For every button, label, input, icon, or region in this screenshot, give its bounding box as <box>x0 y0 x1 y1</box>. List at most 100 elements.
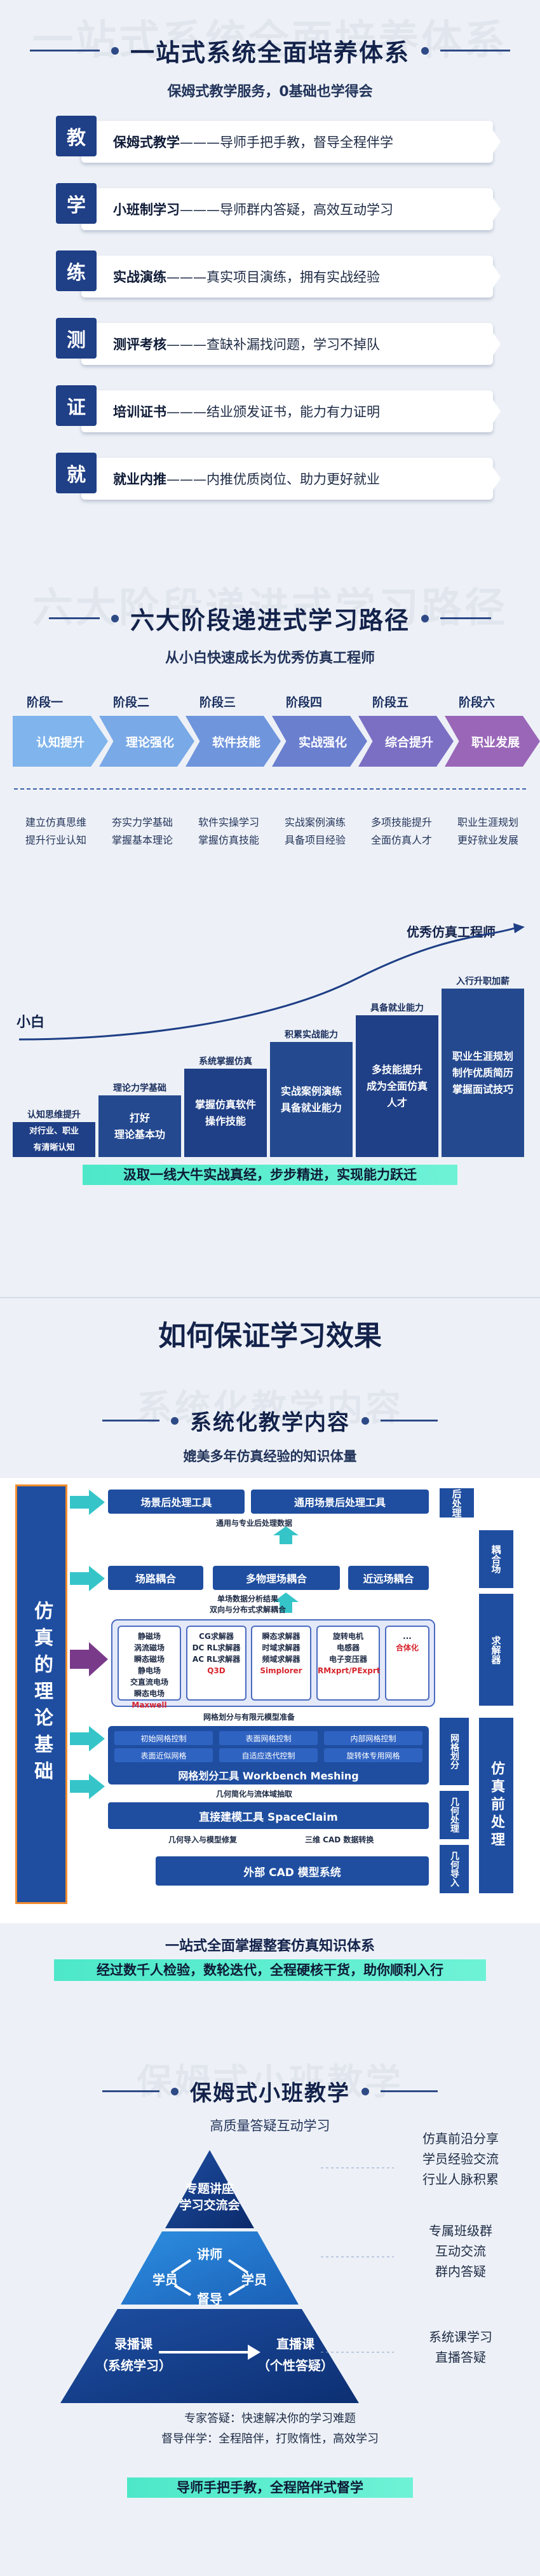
stage-arrow: 职业发展 <box>445 716 540 767</box>
stage-desc-1: 建立仿真思维 <box>25 816 86 828</box>
s1-watermark: 一站式系统全面培养体系 <box>32 17 508 64</box>
stage-header: 阶段一 <box>27 695 64 709</box>
growth-curve <box>18 923 525 1041</box>
stage-desc: 软件实操学习掌握仿真技能 <box>184 814 273 849</box>
solver-item: Simplorer <box>260 1666 302 1675</box>
stage-header: 阶段五 <box>372 695 409 709</box>
step-block: 打好 理论基本功 <box>98 1095 181 1157</box>
s1-subtitle: 保姆式教学服务，0基础也学得会 <box>167 84 373 100</box>
feature-bar: 小班制学习———导师群内答疑，高效互动学习 <box>81 188 493 230</box>
solver-item: 时域求解器 <box>262 1643 300 1652</box>
stage-header: 阶段三 <box>199 695 236 709</box>
stage-row: 阶段一认知提升建立仿真思维提升行业认知阶段二理论强化夯实力学基础掌握基本理论阶段… <box>0 693 540 884</box>
step-block: 实战案例演练 具备就业能力 <box>270 1042 353 1157</box>
pyr-student-left: 学员 <box>152 2272 178 2287</box>
section-title-path: 六大阶段递进式学习路径 <box>130 606 410 634</box>
feature-row: 培训证书———结业颁发证书，能力有力证明 证 <box>56 385 501 432</box>
step-label: 系统掌握仿真 <box>199 1057 252 1067</box>
feature-text: ———内推优质岗位、助力更好就业 <box>166 472 380 487</box>
solver-item: RMxprt/PExprt <box>318 1666 381 1675</box>
note-cad-convert: 三维 CAD 数据转换 <box>305 1835 374 1844</box>
stage-name: 综合提升 <box>384 735 433 750</box>
stage-header: 阶段四 <box>286 695 323 709</box>
stage-header: 阶段二 <box>113 695 150 709</box>
stage-desc: 职业生涯规划更好就业发展 <box>443 814 532 849</box>
block-general-post: 通用场景后处理工具 <box>251 1490 429 1514</box>
mesh-item: 旋转体专用网格 <box>324 1748 422 1762</box>
feature-key: 保姆式教学 <box>113 135 180 150</box>
mesh-item: 内部网格控制 <box>324 1731 422 1745</box>
note-mesh-prep: 网格划分与有限元模型准备 <box>203 1713 295 1722</box>
s2-title-row: 六大阶段递进式学习路径 <box>0 601 540 636</box>
step-label: 认知思维提升 <box>27 1110 81 1120</box>
stage-name: 认知提升 <box>36 735 84 750</box>
stage-header: 阶段六 <box>459 695 496 709</box>
feature-bar: 测评考核———查缺补漏找问题，学习不掉队 <box>81 323 493 365</box>
feature-tag: 测 <box>56 318 97 359</box>
path-highlight: 汲取一线大牛实战真经，步步精进，实现能力跃迁 <box>83 1165 457 1185</box>
block-field-circuit: 场路耦合 <box>108 1566 203 1590</box>
s3-title-row: 系统化教学内容 <box>0 1405 540 1436</box>
stage-desc: 多项技能提升全面仿真人才 <box>357 814 446 849</box>
feature-text: ———查缺补漏找问题，学习不掉队 <box>166 337 380 352</box>
right-post: 后处理 <box>438 1487 475 1519</box>
feature-tag: 练 <box>56 250 97 291</box>
stage-desc-1: 实战案例演练 <box>284 816 346 828</box>
feature-arrow <box>487 256 501 298</box>
mesh-item: 自适应迭代控制 <box>219 1748 318 1762</box>
feature-arrow <box>487 323 501 365</box>
block-external-cad: 外部 CAD 模型系统 <box>156 1856 429 1886</box>
s3-foot1: 一站式全面掌握整套仿真知识体系 <box>165 1938 375 1954</box>
solver-item: DC RL求解器 <box>192 1643 241 1652</box>
step-label: 积累实战能力 <box>285 1030 338 1040</box>
s4-title-row: 保姆式小班教学 <box>0 2076 540 2107</box>
pyr-student-right: 学员 <box>241 2272 267 2287</box>
block-near-far: 近远场耦合 <box>348 1566 429 1590</box>
right-import: 几何导入 <box>438 1844 470 1894</box>
feature-row: 小班制学习———导师群内答疑，高效互动学习 学 <box>56 183 501 230</box>
note-course: 系统课学习 直播答疑 <box>429 2329 492 2365</box>
big-title: 如何保证学习效果 <box>158 1320 382 1352</box>
stage-arrow: 软件技能 <box>186 716 281 767</box>
growth-staircase: 小白 优秀仿真工程师 认知思维提升对行业、职业 有清晰认知理论力学基础打好 理论… <box>0 903 540 1170</box>
stage-divider <box>14 788 526 790</box>
stage-desc-1: 夯实力学基础 <box>111 816 173 828</box>
page-title: 一站式系统全面培养体系 <box>130 39 410 67</box>
stage-desc-2: 更好就业发展 <box>457 834 518 846</box>
note-geometry: 几何简化与流体域抽取 <box>216 1790 293 1798</box>
block-spaceclaim: 直接建模工具 SpaceClaim <box>108 1802 429 1829</box>
s2-subtitle: 从小白快速成长为优秀仿真工程师 <box>165 650 375 666</box>
feature-text: ———真实项目演练，拥有实战经验 <box>166 270 380 285</box>
stage-arrow: 认知提升 <box>13 716 108 767</box>
right-geo: 几何处理 <box>438 1790 470 1840</box>
feature-arrow <box>487 390 501 432</box>
feature-tag: 就 <box>56 453 97 493</box>
stage-desc-1: 软件实操学习 <box>198 816 259 828</box>
feature-bar: 就业内推———内推优质岗位、助力更好就业 <box>81 458 493 500</box>
block-scene-post: 场景后处理工具 <box>108 1490 245 1514</box>
feature-arrow <box>487 188 501 230</box>
solver-item: Q3D <box>207 1666 226 1675</box>
step-block: 对行业、职业 有清晰认知 <box>13 1122 95 1157</box>
right-mesh: 网格划分 <box>438 1716 470 1786</box>
mesh-item: 表面近似网格 <box>114 1748 213 1762</box>
solver-item: 瞬态磁场 <box>133 1655 165 1664</box>
stage-arrow: 综合提升 <box>358 716 454 767</box>
pyramid-shape <box>60 2150 394 2403</box>
solver-item: Maxwell <box>132 1701 167 1709</box>
right-coupling: 耦合场 <box>478 1529 515 1589</box>
step-block: 职业生涯规划 制作优质简历 掌握面试技巧 <box>442 989 524 1157</box>
feature-key: 实战演练 <box>113 270 166 285</box>
feature-tag: 证 <box>56 385 97 426</box>
solver-item: 交直流电场 <box>130 1678 168 1687</box>
solver-item: AC RL求解器 <box>192 1655 241 1664</box>
step-block: 多技能提升 成为全面仿真 人才 <box>356 1015 438 1157</box>
feature-text: ———导师手把手教，督导全程伴学 <box>180 135 393 150</box>
start-label: 小白 <box>17 1015 45 1031</box>
note-import: 几何导入与模型修复 <box>168 1835 238 1844</box>
note-single-field: 单场数据分析结果 双向与分布式求解耦合 <box>210 1594 287 1614</box>
feature-key: 就业内推 <box>113 472 166 487</box>
